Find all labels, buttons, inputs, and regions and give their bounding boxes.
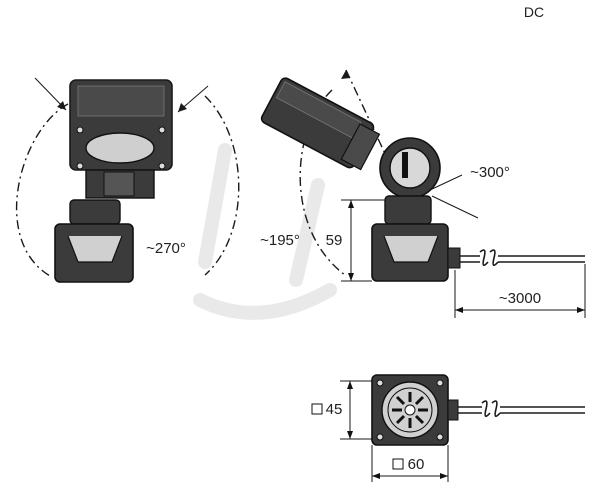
left-collar <box>69 199 121 225</box>
right-height-dimension <box>341 199 385 282</box>
header-label: DC <box>524 4 544 20</box>
right-head-angle-label: ~300° <box>470 164 510 181</box>
right-height-label: 59 <box>326 232 343 249</box>
left-head-box <box>69 79 173 171</box>
right-head-angle-line <box>431 195 479 219</box>
left-arrowhead-2 <box>178 103 187 112</box>
right-cable <box>460 249 585 266</box>
square-symbol-icon <box>311 403 323 415</box>
right-arrowhead <box>341 70 350 79</box>
right-base <box>371 223 461 282</box>
bottom-height-label: 45 <box>326 401 343 418</box>
left-view: ~270° <box>15 77 240 283</box>
watermark-logo <box>193 143 337 320</box>
right-swivel-joint <box>379 137 441 199</box>
bottom-view: 45 <box>311 374 585 482</box>
right-angle-left-label: ~195° <box>260 232 300 249</box>
bottom-body <box>371 374 459 446</box>
bottom-height-dimension <box>340 380 372 440</box>
right-head-angle-leader <box>429 174 463 191</box>
left-neck <box>85 169 155 199</box>
bottom-cable <box>458 400 585 417</box>
left-head-window <box>85 132 155 164</box>
left-arrowhead-1 <box>57 101 66 110</box>
right-cable-length-label: ~3000 <box>499 290 541 307</box>
right-collar <box>384 195 432 225</box>
right-tilted-head <box>260 77 381 171</box>
right-cable-dimension <box>454 264 586 318</box>
right-view: ~300° ~195° 59 ~3000 <box>260 69 586 318</box>
right-head-swing-line <box>345 69 389 161</box>
bottom-width-dimension <box>371 445 449 482</box>
left-base <box>54 223 134 283</box>
bottom-width-label: 60 <box>408 456 425 473</box>
left-sweep-arc <box>15 95 240 277</box>
square-symbol-icon <box>392 458 404 470</box>
left-angle-label: ~270° <box>146 240 186 257</box>
